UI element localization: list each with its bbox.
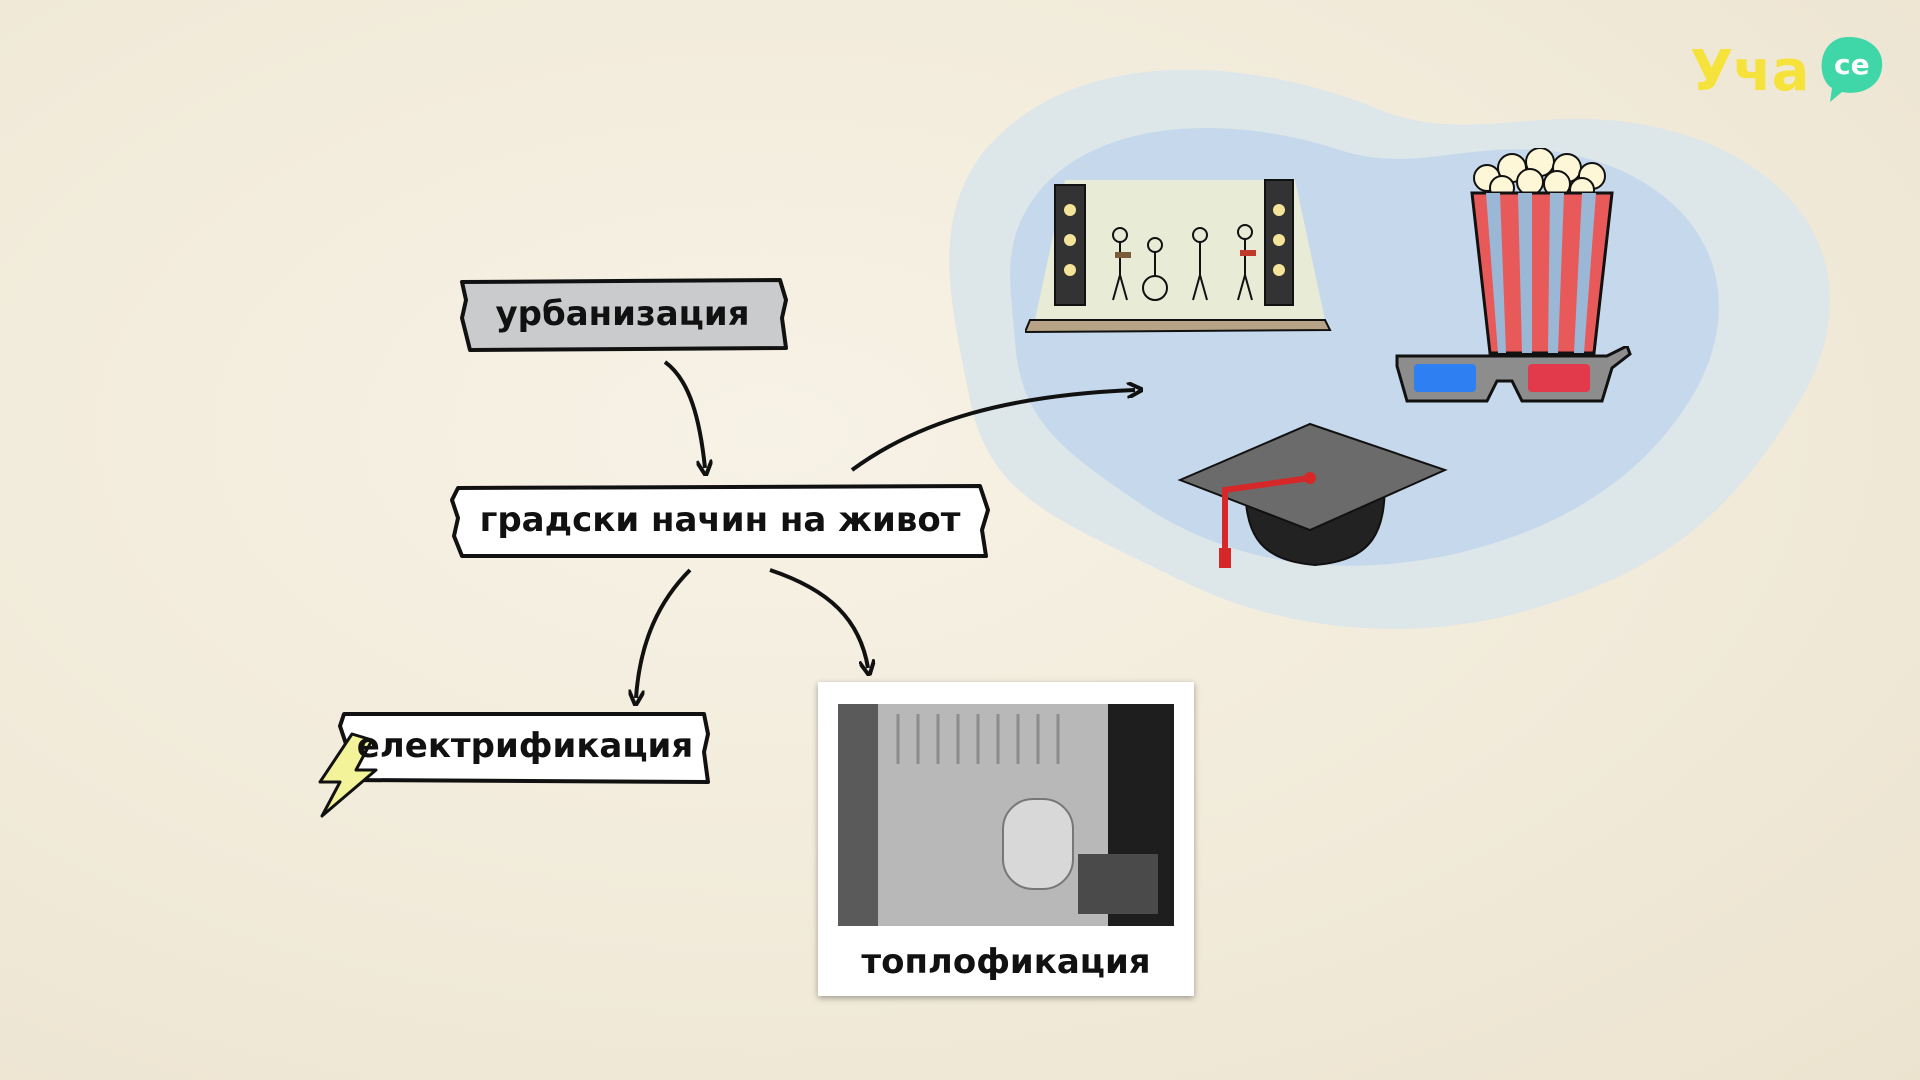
brand-logo: Уча се xyxy=(1690,28,1890,108)
arrow-city-to-leisure xyxy=(850,390,1135,472)
arrow-city-to-heating xyxy=(769,568,868,668)
elec-label-shape xyxy=(338,712,710,784)
logo-suffix: се xyxy=(1834,48,1870,81)
district-heating-card: топлофикация xyxy=(818,682,1194,996)
3d-glasses-icon xyxy=(1395,346,1632,403)
urbanization-node: урбанизация xyxy=(495,294,750,334)
concert-stage-icon xyxy=(1025,179,1332,334)
popcorn-icon xyxy=(1470,148,1614,355)
logo-text: Уча xyxy=(1690,39,1809,104)
radiator-photo xyxy=(838,704,1174,926)
lightning-icon xyxy=(318,732,378,818)
electrification-node: електрификация xyxy=(356,726,694,766)
logo-bubble xyxy=(1821,37,1883,102)
city-label-shape xyxy=(450,484,990,558)
graduation-cap-icon xyxy=(1177,422,1448,568)
urban-lifestyle-node: градски начин на живот xyxy=(479,500,961,540)
urban-label-shape xyxy=(460,278,788,352)
arrow-city-to-elec xyxy=(636,568,692,698)
district-heating-node: топлофикация xyxy=(861,942,1151,982)
arrow-urban-to-city xyxy=(663,360,705,468)
